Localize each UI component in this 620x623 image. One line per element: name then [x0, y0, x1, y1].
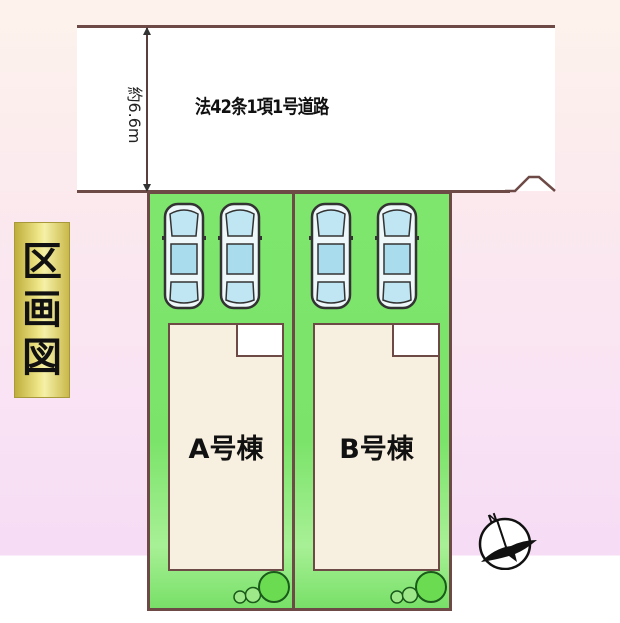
shrubs-icon [390, 571, 447, 604]
title-char-2: 画 [22, 286, 62, 333]
title-char-3: 図 [22, 334, 62, 381]
shrubs-icon [233, 571, 290, 604]
car-icon [309, 202, 353, 310]
dimension-arrows-icon [143, 27, 151, 192]
compass-north-label: N [486, 511, 499, 526]
house-b-label: B号棟 [339, 434, 414, 465]
title-char-1: 区 [22, 238, 62, 285]
road-top-edge [77, 25, 555, 28]
car-icon [218, 202, 262, 310]
house-b-annex [392, 325, 438, 357]
title-plaque: 区 画 図 [14, 222, 70, 398]
lot-a[interactable]: A号棟 [147, 191, 295, 611]
car-icon [375, 202, 419, 310]
road-area [77, 26, 555, 191]
house-a[interactable]: A号棟 [168, 323, 284, 571]
car-icon [162, 202, 206, 310]
road-width-label: 約6.6m [125, 86, 144, 144]
house-a-annex [236, 325, 282, 357]
house-a-label: A号棟 [188, 434, 264, 465]
road-bump-icon [505, 175, 556, 193]
north-compass-icon: N [478, 511, 537, 570]
house-b[interactable]: B号棟 [313, 323, 440, 571]
dimension-line [146, 28, 148, 190]
road-label: 法42条1項1号道路 [195, 96, 329, 118]
lot-b[interactable]: B号棟 [292, 191, 452, 611]
